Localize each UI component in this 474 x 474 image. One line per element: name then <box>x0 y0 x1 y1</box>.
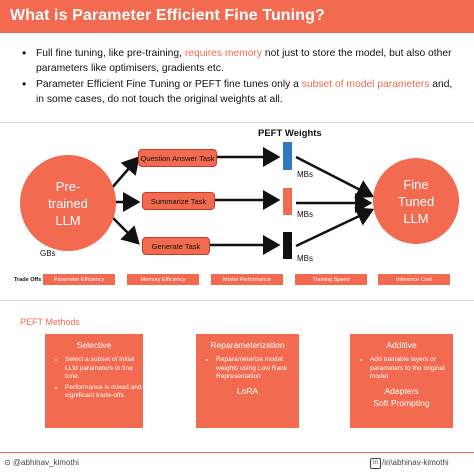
bullet-text: and, in some cases, do not touch the ori… <box>36 79 453 105</box>
task-question-answer: Question Answer Task <box>138 149 217 167</box>
peft-methods-title: PEFT Methods <box>20 317 80 327</box>
footer: ⊙ @abhinav_kimothi in /in\abhinav-kimoth… <box>0 452 474 474</box>
peft-weight-bar-generate <box>283 232 292 259</box>
bullet-text: Full fine tuning, like pre-training, <box>36 48 185 59</box>
pretrained-llm-label: Pre-trained LLM <box>48 178 88 228</box>
bullet-text: not just to store the model, but also ot… <box>36 48 452 74</box>
method-title: Selective <box>76 340 112 350</box>
method-points: Reparameterize model weights using Low R… <box>196 356 299 382</box>
method-point: Select a subset of initial LLM parameter… <box>65 356 143 382</box>
bullet-highlight: subset of model parameters <box>301 79 430 90</box>
method-card-additive: Additive Add trainable layers or paramet… <box>350 334 453 428</box>
bullet-full-fine-tuning: Full fine tuning, like pre-training, req… <box>22 46 462 76</box>
gbs-label: GBs <box>40 249 56 258</box>
peft-weight-bar-summarize <box>283 188 292 215</box>
method-points: Select a subset of initial LLM parameter… <box>45 356 143 401</box>
footer-left-text: @abhinav_kimothi <box>12 458 79 467</box>
tradeoff-training-speed: Training Speed <box>295 274 367 285</box>
method-point: Performance is mixed and significant tra… <box>65 384 143 401</box>
mbs-label-summarize: MBs <box>297 210 313 219</box>
tradeoff-parameter-efficiency: Parameter Efficiency <box>43 274 115 285</box>
arrow-weights-gen-to-finetuned <box>295 207 375 248</box>
task-generate: Generate Task <box>142 237 210 255</box>
bullet-text: Parameter Efficient Fine Tuning or PEFT … <box>36 79 302 90</box>
tradeoff-model-performance: Model Performance <box>211 274 283 285</box>
peft-weights-label: PEFT Weights <box>258 128 322 139</box>
footer-handle-left: ⊙ @abhinav_kimothi <box>4 458 79 467</box>
bullet-highlight: requires memory <box>184 48 263 59</box>
at-icon: ⊙ <box>4 458 11 467</box>
peft-weight-bar-qa <box>283 142 292 170</box>
task-summarize: Summarize Task <box>142 192 215 210</box>
tradeoffs-label: Trade Offs <box>14 277 42 283</box>
pretrained-llm-node: Pre-trained LLM <box>20 155 116 251</box>
method-point: Add trainable layers or parameters to th… <box>370 356 453 382</box>
tradeoff-inference-cost: Inference Cost <box>378 274 450 285</box>
tradeoff-memory-efficiency: Memory Efficiency <box>127 274 199 285</box>
method-technique-lora: LoRA <box>236 385 259 396</box>
finetuned-llm-node: Fine Tuned LLM <box>373 158 459 244</box>
method-card-reparameterization: Reparameterization Reparameterize model … <box>196 334 299 428</box>
page-title: What is Parameter Efficient Fine Tuning? <box>10 7 325 24</box>
header-bar: What is Parameter Efficient Fine Tuning? <box>0 0 474 33</box>
method-technique-adapters: Adapters <box>384 385 419 396</box>
method-title: Reparameterization <box>210 340 285 350</box>
method-card-selective: Selective Select a subset of initial LLM… <box>45 334 143 428</box>
mbs-label-qa: MBs <box>297 170 313 179</box>
bullet-peft: Parameter Efficient Fine Tuning or PEFT … <box>22 77 462 107</box>
method-technique-soft-prompting: Soft Prompting <box>373 397 430 408</box>
method-title: Additive <box>386 340 417 350</box>
footer-handle-right: /in\abhinav-kimothi <box>382 458 449 467</box>
arrow-weights-qa-to-finetuned <box>295 155 375 199</box>
method-point: Reparameterize model weights using Low R… <box>216 356 299 382</box>
diagram-arrows <box>102 147 375 255</box>
finetuned-llm-label: Fine Tuned LLM <box>397 176 435 226</box>
method-points: Add trainable layers or parameters to th… <box>350 356 453 382</box>
intro-bullets: Full fine tuning, like pre-training, req… <box>22 46 462 108</box>
divider <box>0 300 474 301</box>
divider <box>0 122 474 123</box>
mbs-label-generate: MBs <box>297 254 313 263</box>
linkedin-icon: in <box>370 458 381 469</box>
footer-line <box>0 452 474 453</box>
